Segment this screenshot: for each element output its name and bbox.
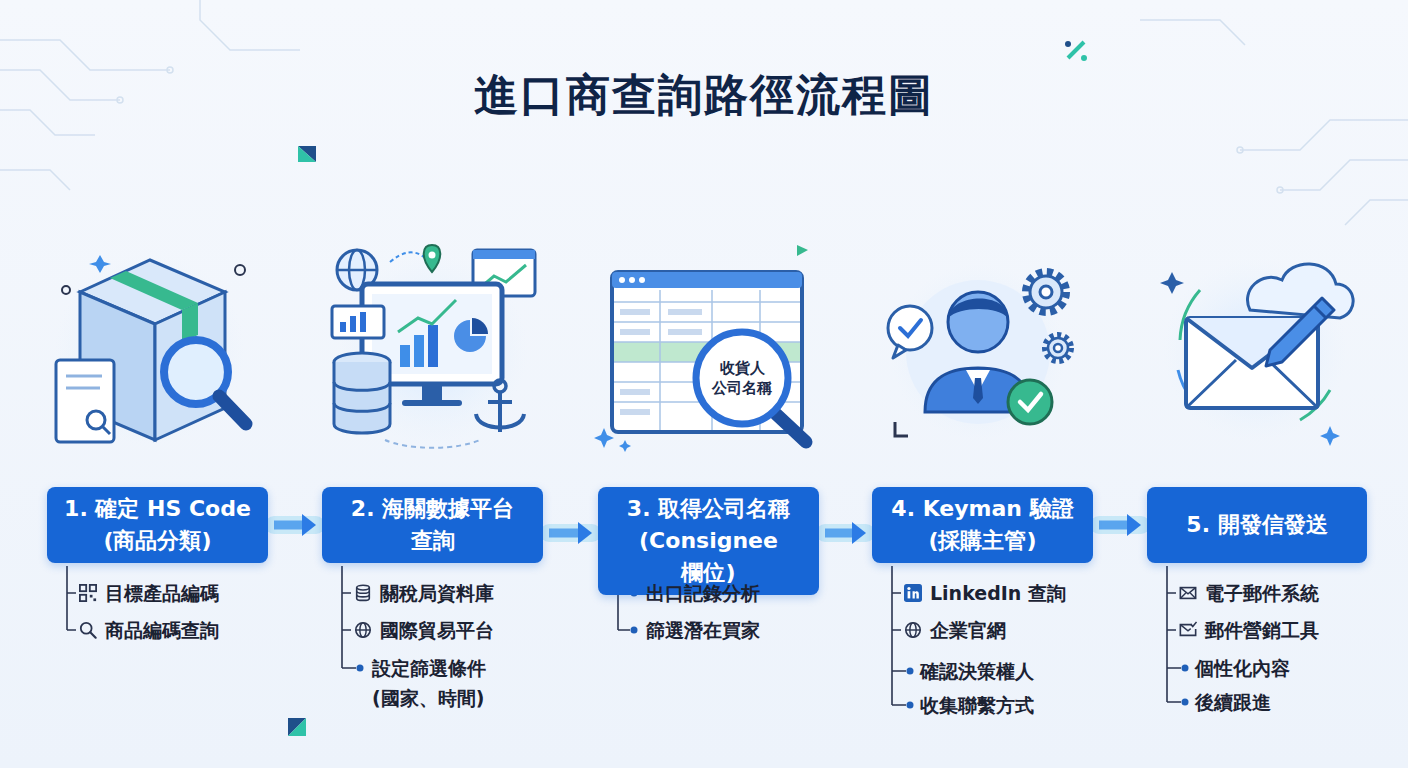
flow-arrow <box>274 514 316 536</box>
list-item: 電子郵件系統 <box>1205 578 1319 608</box>
list-item: 篩選潛在買家 <box>646 615 760 645</box>
step-box: 5. 開發信發送 <box>1147 487 1367 563</box>
list-item: 出口記錄分析 <box>646 578 760 608</box>
list-item: 個性化內容 <box>1195 653 1290 683</box>
magnifier-label: 收貨人 公司名稱 <box>704 358 780 398</box>
step-title: 5. 開發信發送 <box>1186 509 1327 541</box>
step-box: 1. 確定 HS Code (商品分類) <box>47 487 268 563</box>
step-title: 4. Keyman 驗證 (採購主管) <box>884 493 1081 557</box>
list-item: 國際貿易平台 <box>380 615 494 645</box>
data-platform-illustration <box>332 245 535 448</box>
flow-arrow <box>549 522 592 544</box>
flow-arrow <box>1099 514 1141 536</box>
list-item: 收集聯繫方式 <box>920 690 1034 720</box>
arrow-head <box>852 522 866 544</box>
circuit-lines <box>0 0 1408 225</box>
list-item: 關稅局資料庫 <box>380 578 494 608</box>
package-illustration <box>55 255 246 445</box>
list-item: 商品編碼查詢 <box>105 615 219 645</box>
list-item: 後續跟進 <box>1195 687 1271 717</box>
record-table-illustration <box>594 245 808 452</box>
list-item: 目標產品編碼 <box>105 578 219 608</box>
arrow-head <box>302 514 316 536</box>
list-item: 郵件營銷工具 <box>1205 615 1319 645</box>
arrow-head <box>1127 514 1141 536</box>
arrow-shaft <box>549 529 580 538</box>
step-box: 3. 取得公司名稱 (Consignee 欄位) <box>598 487 819 595</box>
arrow-shaft <box>825 529 854 538</box>
step-title: 1. 確定 HS Code (商品分類) <box>59 493 256 557</box>
accent-marks <box>288 41 1087 736</box>
arrow-shaft <box>274 521 304 530</box>
keyman-illustration <box>888 264 1071 440</box>
flow-arrow <box>825 522 866 544</box>
diagram-title: 進口商查詢路徑流程圖 <box>0 66 1408 125</box>
list-item: 企業官網 <box>930 615 1006 645</box>
list-item: 確認決策權人 <box>920 656 1034 686</box>
arrow-shaft <box>1099 521 1129 530</box>
step-box: 2. 海關數據平台 查詢 <box>322 487 543 563</box>
step-box: 4. Keyman 驗證 (採購主管) <box>872 487 1093 563</box>
list-item: 設定篩選條件 (國家、時間) <box>372 653 500 713</box>
email-illustration <box>1160 258 1353 446</box>
step-title: 2. 海關數據平台 查詢 <box>334 493 531 557</box>
list-item: LinkedIn 查詢 <box>930 578 1066 608</box>
step-title: 3. 取得公司名稱 (Consignee 欄位) <box>610 493 807 589</box>
arrow-head <box>578 522 592 544</box>
